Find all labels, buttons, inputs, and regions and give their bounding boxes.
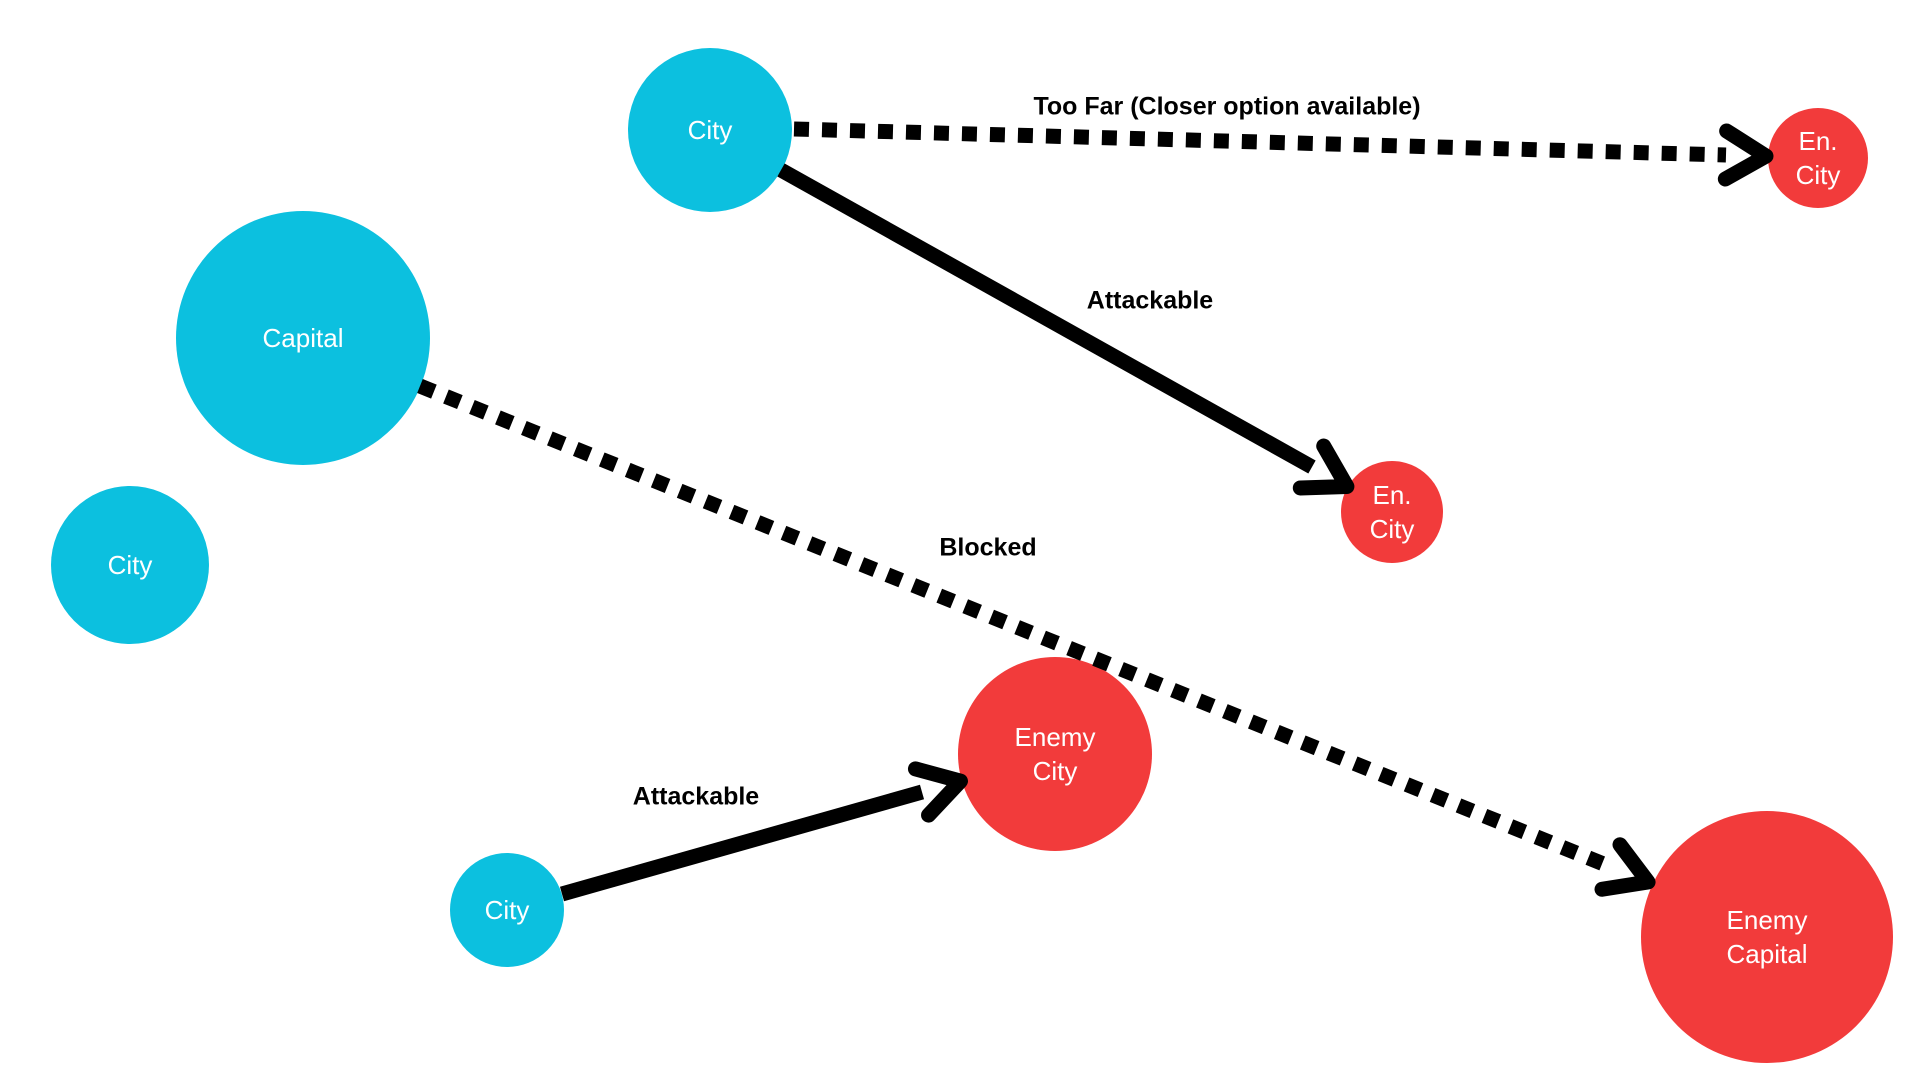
node-enemy-capital: Enemy Capital xyxy=(1641,811,1893,1063)
edge-label-too-far: Too Far (Closer option available) xyxy=(1033,92,1421,121)
node-city-top: City xyxy=(628,48,792,212)
edge-label-attackable-bottom: Attackable xyxy=(632,782,760,811)
node-city-bottom: City xyxy=(450,853,564,967)
arrow-too-far xyxy=(793,121,1774,187)
node-enemy-city: Enemy City xyxy=(958,657,1152,851)
arrow-attackable-top xyxy=(777,163,1355,496)
node-city-left: City xyxy=(51,486,209,644)
edge-label-attackable-top: Attackable xyxy=(1086,286,1214,315)
node-enemy-city-top-right: En. City xyxy=(1768,108,1868,208)
node-capital: Capital xyxy=(176,211,430,465)
edge-label-blocked: Blocked xyxy=(939,533,1037,562)
node-enemy-city-mid: En. City xyxy=(1341,461,1443,563)
